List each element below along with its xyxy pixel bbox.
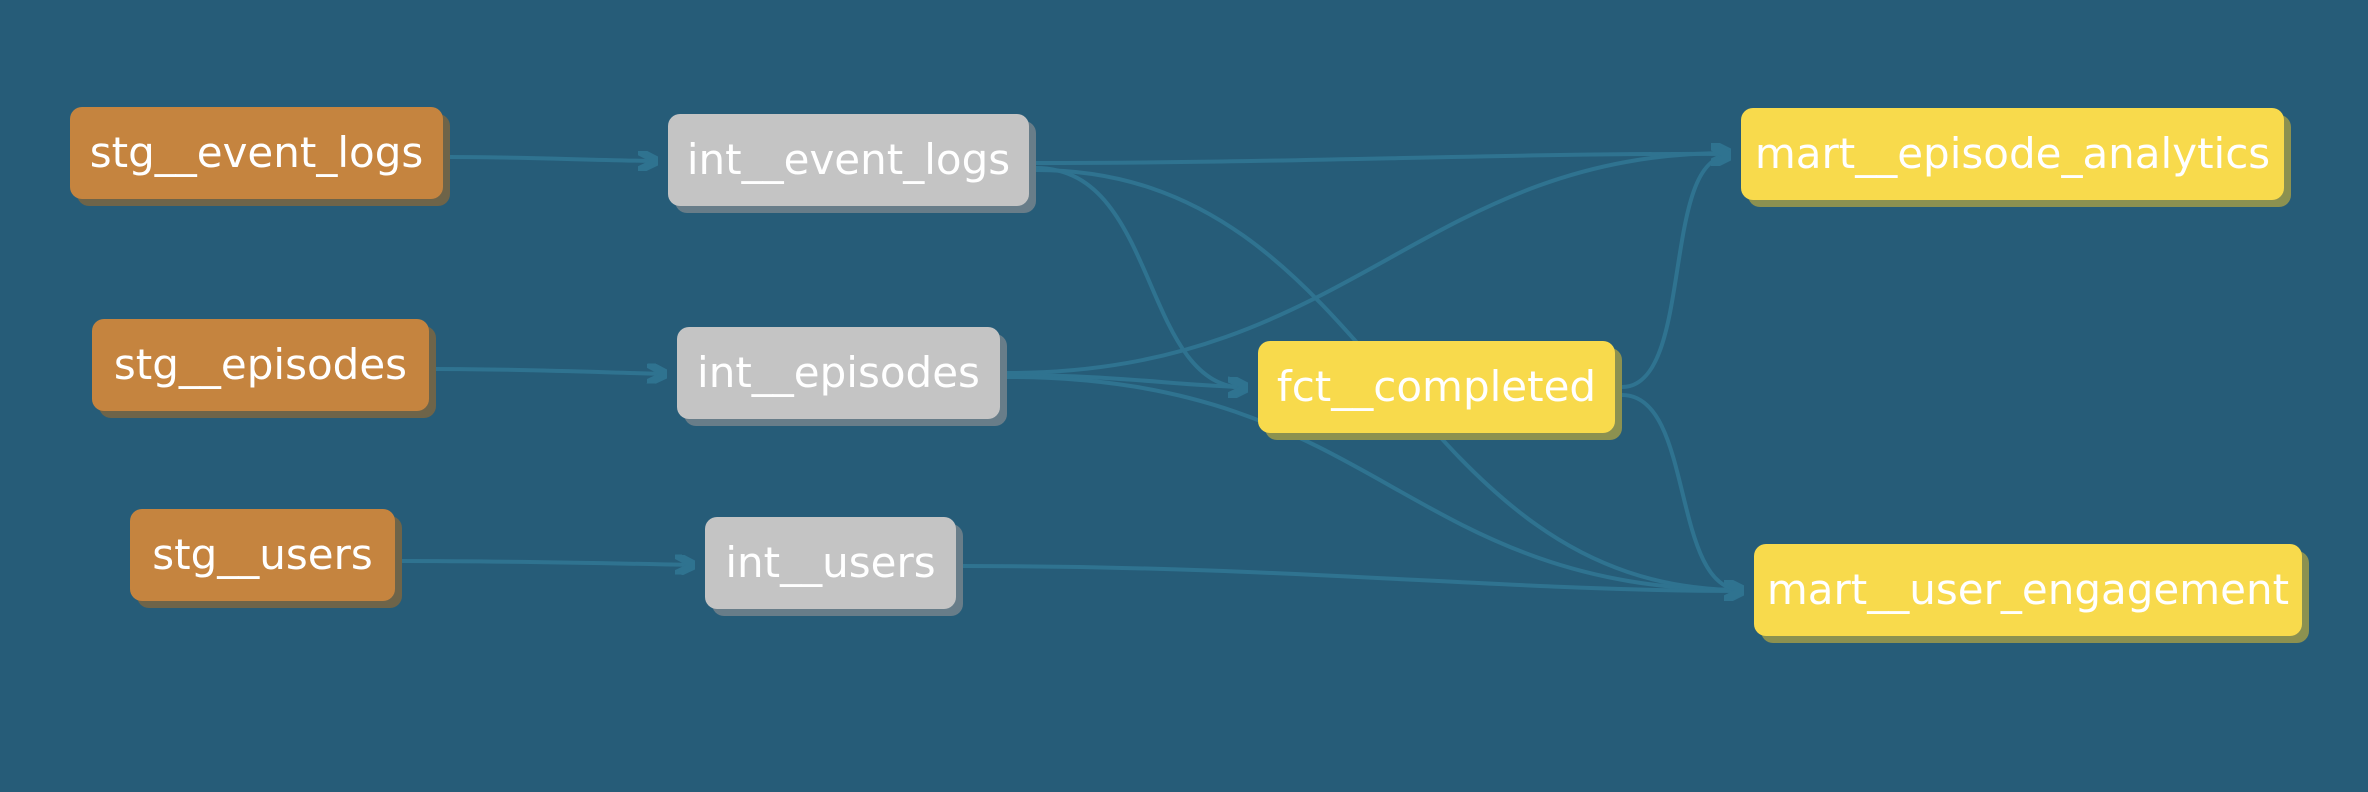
edge-int-users-to-mart-user-engagement [962,564,1742,591]
node-label: int__episodes [697,348,980,397]
node-stg-episodes[interactable]: stg__episodes [92,319,429,411]
edge-int-episodes-to-fct-completed [1006,373,1246,387]
node-label: int__event_logs [686,135,1011,184]
node-stg-event-logs[interactable]: stg__event_logs [70,107,443,199]
edge-stg-episodes-to-int-episodes [435,369,665,374]
node-mart-user-engagement[interactable]: mart__user_engagement [1754,544,2302,636]
edge-int-event-logs-to-fct-completed [1035,166,1246,388]
node-label: stg__event_logs [89,128,424,177]
node-label: mart__episode_analytics [1754,129,2271,178]
node-int-event-logs[interactable]: int__event_logs [668,114,1029,206]
edge-stg-event-logs-to-int-event-logs [449,157,656,161]
edge-int-episodes-to-mart-user-engagement [1006,375,1742,590]
node-stg-users[interactable]: stg__users [130,509,395,601]
node-label: mart__user_engagement [1766,565,2290,614]
node-label: stg__users [152,530,373,579]
node-fct-completed[interactable]: fct__completed [1258,341,1615,433]
node-label: fct__completed [1276,362,1597,411]
node-label: stg__episodes [113,340,408,389]
edge-fct-completed-to-mart-episode-analytics [1621,156,1729,389]
node-mart-episode-analytics[interactable]: mart__episode_analytics [1741,108,2284,200]
edge-stg-users-to-int-users [401,561,693,565]
edge-int-episodes-to-mart-episode-analytics [1006,153,1729,375]
edge-fct-completed-to-mart-user-engagement [1621,393,1742,590]
edge-int-event-logs-to-mart-episode-analytics [1035,154,1729,165]
node-int-users[interactable]: int__users [705,517,956,609]
node-int-episodes[interactable]: int__episodes [677,327,1000,419]
node-label: int__users [725,538,936,587]
